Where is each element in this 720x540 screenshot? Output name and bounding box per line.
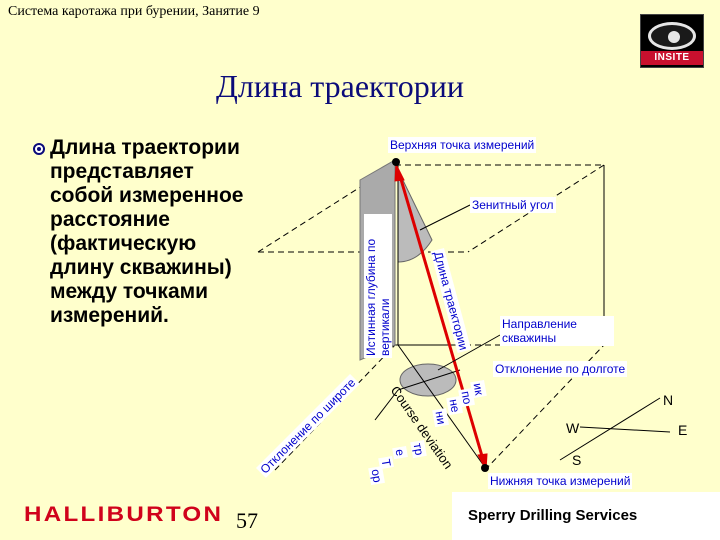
departure-label: Отклонение по долготе <box>493 361 628 377</box>
page-number: 57 <box>236 508 258 533</box>
bottom-point-label: Нижняя точка измерений <box>488 473 633 489</box>
inclination-label: Зенитный угол <box>470 197 556 213</box>
leader-lines <box>419 204 501 371</box>
fragment-label-8: ор <box>368 466 386 486</box>
bottom-point-marker <box>481 464 489 472</box>
page-title: Длина траектории <box>216 68 464 104</box>
halliburton-logo: HALLIBURTON <box>24 503 224 526</box>
compass-east: E <box>678 422 688 438</box>
compass-south: S <box>572 452 582 468</box>
fragment-label-4: ни <box>432 408 450 428</box>
fragment-label-3: не <box>446 396 464 416</box>
compass-lines <box>559 397 671 461</box>
header-title: Система каротажа при бурении, Занятие 9 <box>8 4 260 19</box>
insite-logo-text: INSITE <box>641 51 703 65</box>
top-point-label: Верхняя точка измерений <box>388 137 537 153</box>
insite-logo: INSITE <box>640 14 704 68</box>
azimuth-label: Направление скважины <box>500 316 614 346</box>
top-point-marker <box>392 158 400 166</box>
compass-north: N <box>663 392 674 408</box>
compass-west: W <box>566 420 580 436</box>
tvd-label: Истинная глубина по вертикали <box>364 214 392 358</box>
eye-icon <box>648 22 696 50</box>
bullet-icon <box>33 143 45 155</box>
sperry-logo-text: Sperry Drilling Services <box>468 507 638 524</box>
fragment-label-5: тр <box>410 440 427 459</box>
bullet-text: Длина траектории представляет собой изме… <box>50 136 244 327</box>
sperry-logo: Sperry Drilling Services <box>452 492 720 540</box>
